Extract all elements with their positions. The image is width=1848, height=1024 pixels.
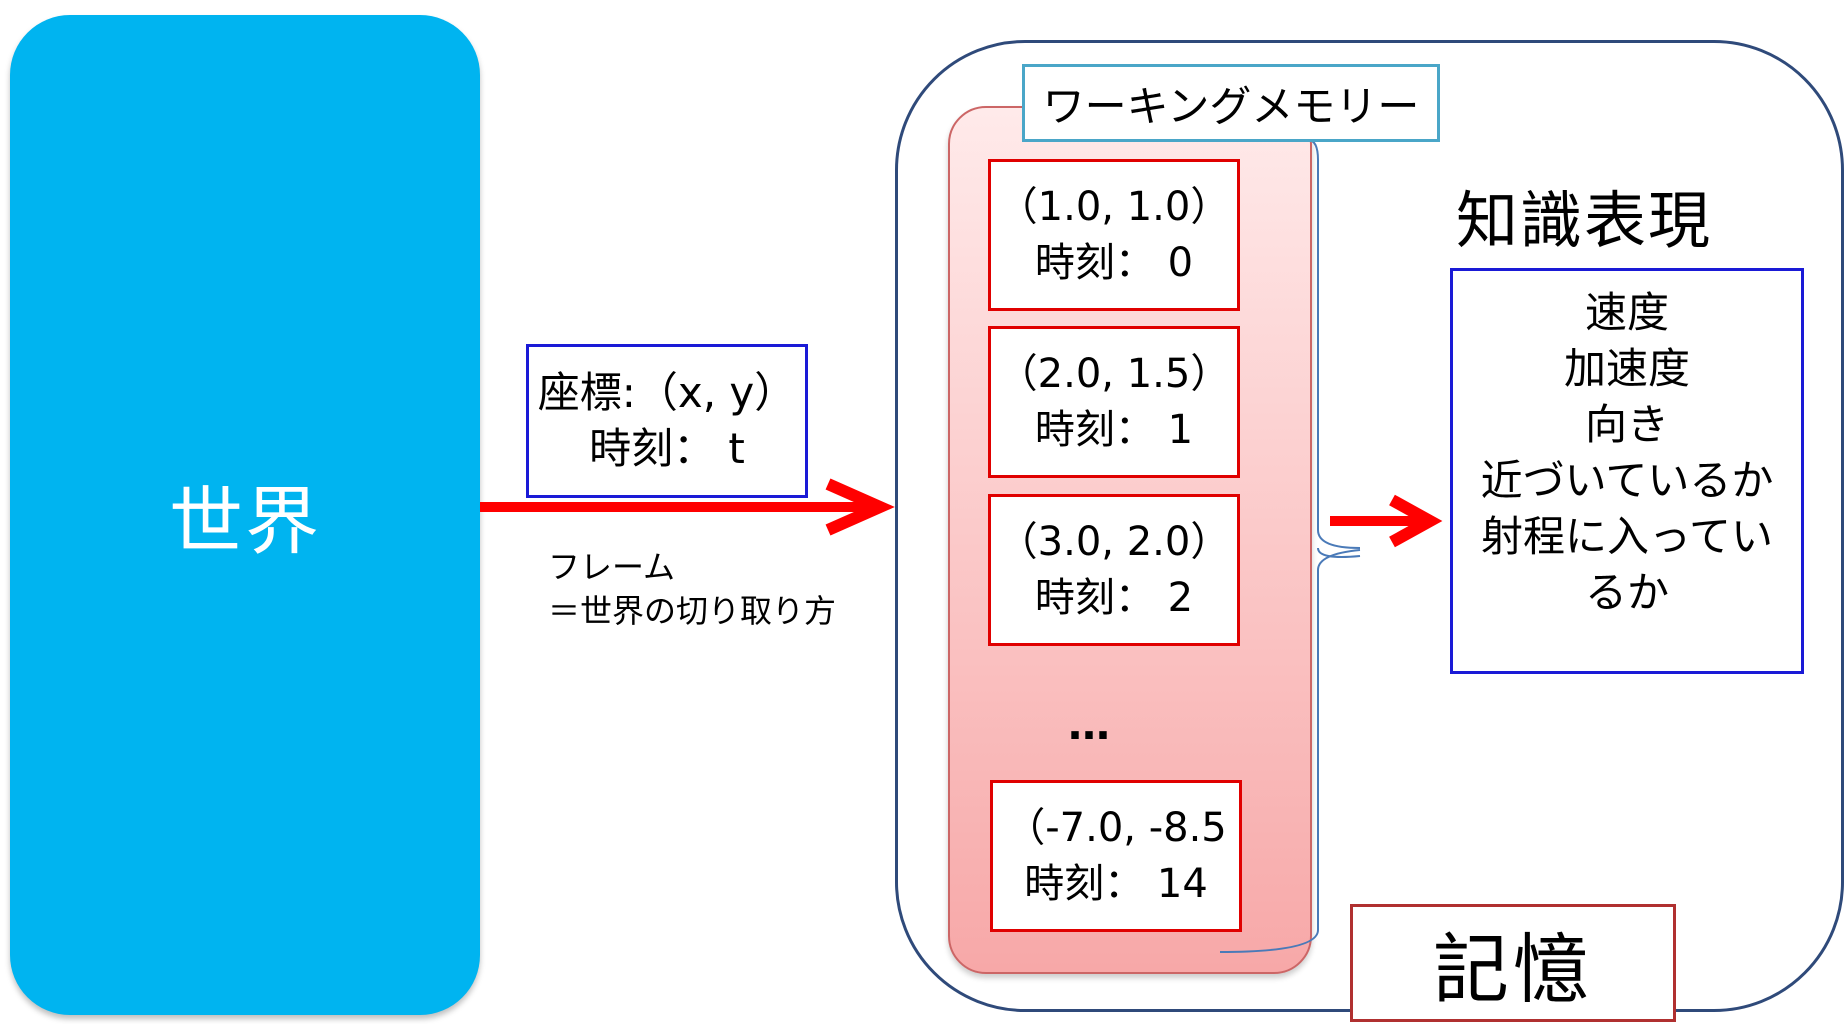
frame-caption-line2: ＝世界の切り取り方: [548, 592, 837, 630]
knowledge-item: 加速度: [1563, 344, 1690, 393]
knowledge-title: 知識表現: [1456, 184, 1713, 257]
input-time-text: 時刻： t: [589, 424, 745, 473]
main-arrow: [480, 478, 895, 536]
frame-coord: （2.0, 1.5）: [997, 351, 1231, 397]
frame-box-1: （2.0, 1.5） 時刻： 1: [988, 326, 1240, 478]
frame-coord: （-7.0, -8.5: [1005, 805, 1227, 851]
knowledge-item: 速度: [1584, 288, 1669, 337]
frame-caption-line1: フレーム: [548, 548, 676, 586]
frame-time: 時刻： 1: [1034, 407, 1194, 453]
knowledge-item: 向き: [1584, 400, 1669, 449]
knowledge-item: るか: [1584, 568, 1669, 617]
frame-coord: （3.0, 2.0）: [997, 519, 1231, 565]
memory-label: 記憶: [1433, 925, 1593, 1014]
frame-time: 時刻： 2: [1034, 575, 1194, 621]
world-label: 世界: [169, 478, 321, 565]
knowledge-item: 近づいているか: [1480, 456, 1774, 505]
frame-box-0: （1.0, 1.0） 時刻： 0: [988, 159, 1240, 311]
working-memory-title-text: ワーキングメモリー: [1042, 81, 1420, 131]
world-block: 世界: [10, 15, 480, 1015]
knowledge-arrow: [1330, 494, 1443, 548]
frame-caption: フレーム ＝世界の切り取り方: [548, 545, 836, 633]
knowledge-item: 射程に入ってい: [1481, 512, 1773, 561]
memory-label-box: 記憶: [1350, 904, 1676, 1022]
ellipsis: …: [1068, 700, 1116, 749]
frame-time: 時刻： 14: [1024, 861, 1208, 907]
frame-coord: （1.0, 1.0）: [997, 184, 1231, 230]
knowledge-box: 速度 加速度 向き 近づいているか 射程に入ってい るか: [1450, 268, 1804, 674]
frame-time: 時刻： 0: [1034, 240, 1194, 286]
working-memory-title: ワーキングメモリー: [1022, 64, 1440, 142]
frame-box-last: （-7.0, -8.5 時刻： 14: [990, 780, 1242, 932]
working-memory-brace: [1219, 139, 1361, 953]
input-coordinate-text: 座標:（x, y）: [537, 368, 797, 417]
input-info-box: 座標:（x, y） 時刻： t: [526, 344, 808, 498]
frame-box-2: （3.0, 2.0） 時刻： 2: [988, 494, 1240, 646]
